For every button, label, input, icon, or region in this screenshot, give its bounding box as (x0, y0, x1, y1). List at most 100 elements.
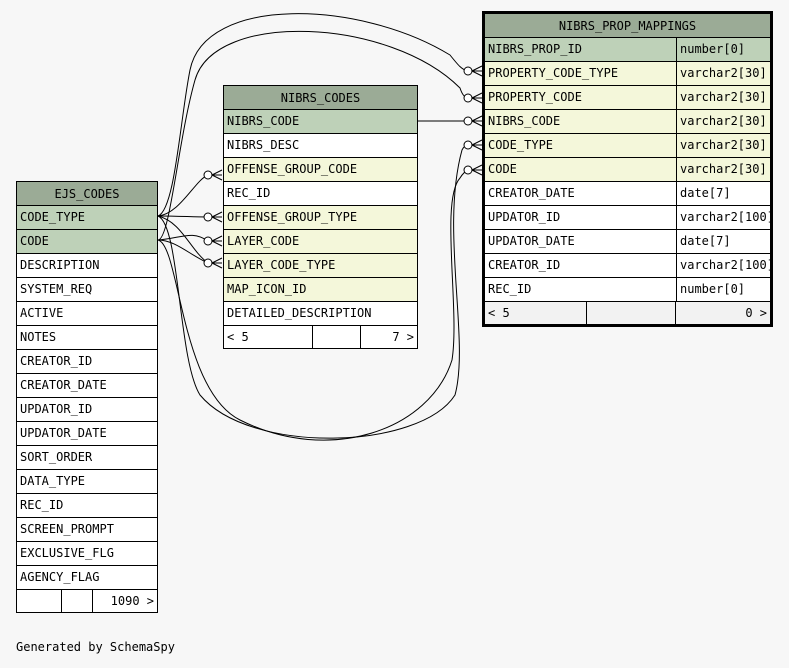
column-row[interactable]: CREATOR_ID (17, 350, 157, 374)
column-row[interactable]: CODE varchar2[30] (485, 158, 770, 182)
column-row[interactable]: DETAILED_DESCRIPTION (224, 302, 417, 326)
column-row[interactable]: CODE_TYPE (17, 206, 157, 230)
parents-count[interactable]: < 5 (227, 330, 249, 344)
column-name: CREATOR_DATE (488, 186, 575, 200)
relationship-line (157, 13, 469, 217)
column-row[interactable]: OFFENSE_GROUP_CODE (224, 158, 417, 182)
table-title[interactable]: NIBRS_PROP_MAPPINGS (485, 14, 770, 38)
table-title[interactable]: EJS_CODES (17, 182, 157, 206)
column-name: MAP_ICON_ID (227, 282, 307, 296)
table-footer: 1090 > (17, 590, 157, 612)
column-name: NOTES (20, 330, 57, 344)
column-name: DATA_TYPE (20, 474, 86, 488)
column-name: UPDATOR_ID (488, 210, 561, 224)
column-row[interactable]: NIBRS_CODE (224, 110, 417, 134)
column-name: CODE (20, 234, 49, 248)
column-row[interactable]: CREATOR_ID varchar2[100] (485, 254, 770, 278)
column-row[interactable]: REC_ID number[0] (485, 278, 770, 302)
table-footer: < 5 7 > (224, 326, 417, 348)
column-row[interactable]: DATA_TYPE (17, 470, 157, 494)
column-row[interactable]: NIBRS_DESC (224, 134, 417, 158)
column-row[interactable]: UPDATOR_ID (17, 398, 157, 422)
column-row[interactable]: LAYER_CODE_TYPE (224, 254, 417, 278)
column-type: varchar2[30] (676, 110, 770, 133)
fk-marker (203, 211, 223, 223)
column-name: CODE_TYPE (20, 210, 86, 224)
column-row[interactable]: DESCRIPTION (17, 254, 157, 278)
row-count (586, 302, 675, 324)
column-name: PROPERTY_CODE_TYPE (488, 66, 619, 80)
column-type: number[0] (676, 278, 770, 301)
relationship-line (157, 144, 469, 439)
parents-count[interactable] (17, 590, 61, 612)
column-row[interactable]: SCREEN_PROMPT (17, 518, 157, 542)
column-name: CREATOR_DATE (20, 378, 107, 392)
column-name: UPDATOR_DATE (488, 234, 575, 248)
column-row[interactable]: LAYER_CODE (224, 230, 417, 254)
column-name: REC_ID (488, 282, 532, 296)
row-count (312, 326, 360, 348)
column-type: varchar2[100] (676, 254, 770, 277)
column-type: varchar2[30] (676, 158, 770, 181)
column-name: SCREEN_PROMPT (20, 522, 114, 536)
column-type: number[0] (676, 38, 770, 61)
column-row[interactable]: ACTIVE (17, 302, 157, 326)
row-count (61, 590, 92, 612)
column-type: varchar2[30] (676, 134, 770, 157)
column-row[interactable]: REC_ID (224, 182, 417, 206)
column-row[interactable]: SYSTEM_REQ (17, 278, 157, 302)
column-row[interactable]: UPDATOR_DATE (17, 422, 157, 446)
fk-marker (463, 92, 483, 104)
column-name: LAYER_CODE_TYPE (227, 258, 336, 272)
fk-marker (203, 235, 223, 247)
column-name: DETAILED_DESCRIPTION (227, 306, 372, 320)
column-row[interactable]: CREATOR_DATE (17, 374, 157, 398)
column-row[interactable]: PROPERTY_CODE_TYPE varchar2[30] (485, 62, 770, 86)
fk-marker (463, 139, 483, 151)
column-name: UPDATOR_DATE (20, 426, 107, 440)
column-row[interactable]: CODE (17, 230, 157, 254)
relationship-line (157, 30, 469, 241)
relationship-line (157, 234, 209, 242)
fk-marker (203, 169, 223, 181)
children-count[interactable]: 1090 > (92, 590, 157, 612)
column-name: ACTIVE (20, 306, 64, 320)
column-name: LAYER_CODE (227, 234, 300, 248)
relationship-line (157, 239, 209, 264)
column-row[interactable]: MAP_ICON_ID (224, 278, 417, 302)
column-name: OFFENSE_GROUP_CODE (227, 162, 358, 176)
fk-marker (463, 164, 483, 176)
children-count[interactable]: 0 > (675, 302, 770, 324)
column-row[interactable]: OFFENSE_GROUP_TYPE (224, 206, 417, 230)
column-type: date[7] (676, 182, 770, 205)
column-name: CODE (488, 162, 517, 176)
column-name: CREATOR_ID (20, 354, 93, 368)
column-row[interactable]: EXCLUSIVE_FLG (17, 542, 157, 566)
table-title[interactable]: NIBRS_CODES (224, 86, 417, 110)
column-name: CREATOR_ID (488, 258, 561, 272)
relationship-line (157, 169, 469, 441)
column-row[interactable]: REC_ID (17, 494, 157, 518)
column-type: varchar2[30] (676, 62, 770, 85)
column-name: AGENCY_FLAG (20, 570, 100, 584)
column-name: REC_ID (20, 498, 64, 512)
children-count[interactable]: 7 > (360, 326, 417, 348)
parents-count[interactable]: < 5 (488, 306, 510, 320)
column-row[interactable]: AGENCY_FLAG (17, 566, 157, 590)
column-name: UPDATOR_ID (20, 402, 93, 416)
column-row[interactable]: CREATOR_DATE date[7] (485, 182, 770, 206)
column-name: PROPERTY_CODE (488, 90, 582, 104)
column-row[interactable]: NOTES (17, 326, 157, 350)
column-row[interactable]: SORT_ORDER (17, 446, 157, 470)
